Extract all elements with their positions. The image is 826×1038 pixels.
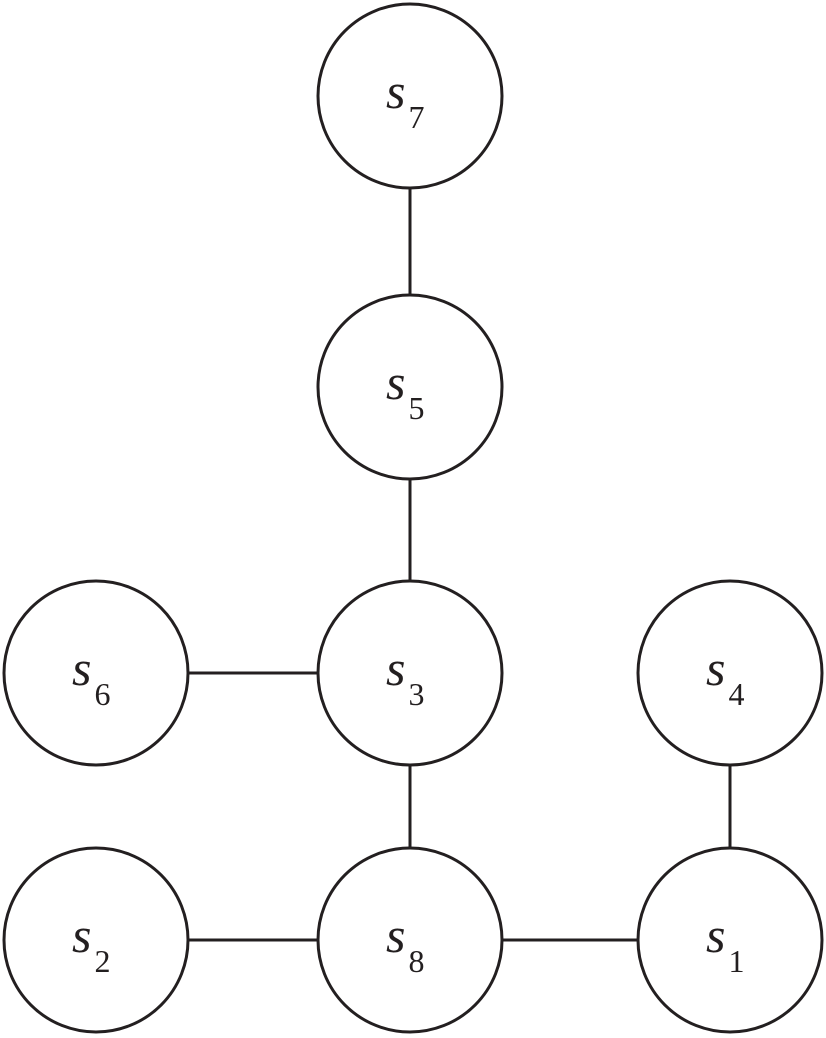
node-label-letter: s: [72, 640, 91, 696]
node-label-s3: s3: [386, 640, 424, 712]
node-circle-s5: [316, 293, 504, 481]
node-label-s2: s2: [72, 907, 110, 979]
node-label-letter: s: [386, 63, 405, 119]
node-s8: s8: [316, 846, 504, 1034]
node-label-letter: s: [706, 640, 725, 696]
node-label-s8: s8: [386, 907, 424, 979]
node-s7: s7: [316, 2, 504, 190]
node-circle-s3: [316, 579, 504, 767]
node-label-subscript: 4: [728, 676, 744, 712]
node-s5: s5: [316, 293, 504, 481]
node-label-s4: s4: [706, 640, 744, 712]
node-label-s1: s1: [706, 907, 744, 979]
node-s4: s4: [636, 579, 824, 767]
node-circle-s8: [316, 846, 504, 1034]
node-s1: s1: [636, 846, 824, 1034]
node-label-subscript: 8: [408, 943, 424, 979]
node-label-s5: s5: [386, 354, 424, 426]
node-s6: s6: [2, 579, 190, 767]
node-label-letter: s: [386, 640, 405, 696]
node-s3: s3: [316, 579, 504, 767]
node-label-subscript: 1: [728, 943, 744, 979]
node-label-s6: s6: [72, 640, 110, 712]
node-label-letter: s: [386, 907, 405, 963]
node-label-subscript: 6: [94, 676, 110, 712]
edges-layer: [188, 188, 732, 942]
node-label-subscript: 2: [94, 943, 110, 979]
node-circle-s6: [2, 579, 190, 767]
node-circle-s1: [636, 846, 824, 1034]
node-label-subscript: 3: [408, 676, 424, 712]
node-label-subscript: 5: [408, 390, 424, 426]
node-circle-s4: [636, 579, 824, 767]
node-label-s7: s7: [386, 63, 424, 135]
node-s2: s2: [2, 846, 190, 1034]
node-circle-s7: [316, 2, 504, 190]
node-circle-s2: [2, 846, 190, 1034]
node-label-letter: s: [386, 354, 405, 410]
node-label-letter: s: [72, 907, 91, 963]
node-label-letter: s: [706, 907, 725, 963]
node-label-subscript: 7: [408, 99, 424, 135]
